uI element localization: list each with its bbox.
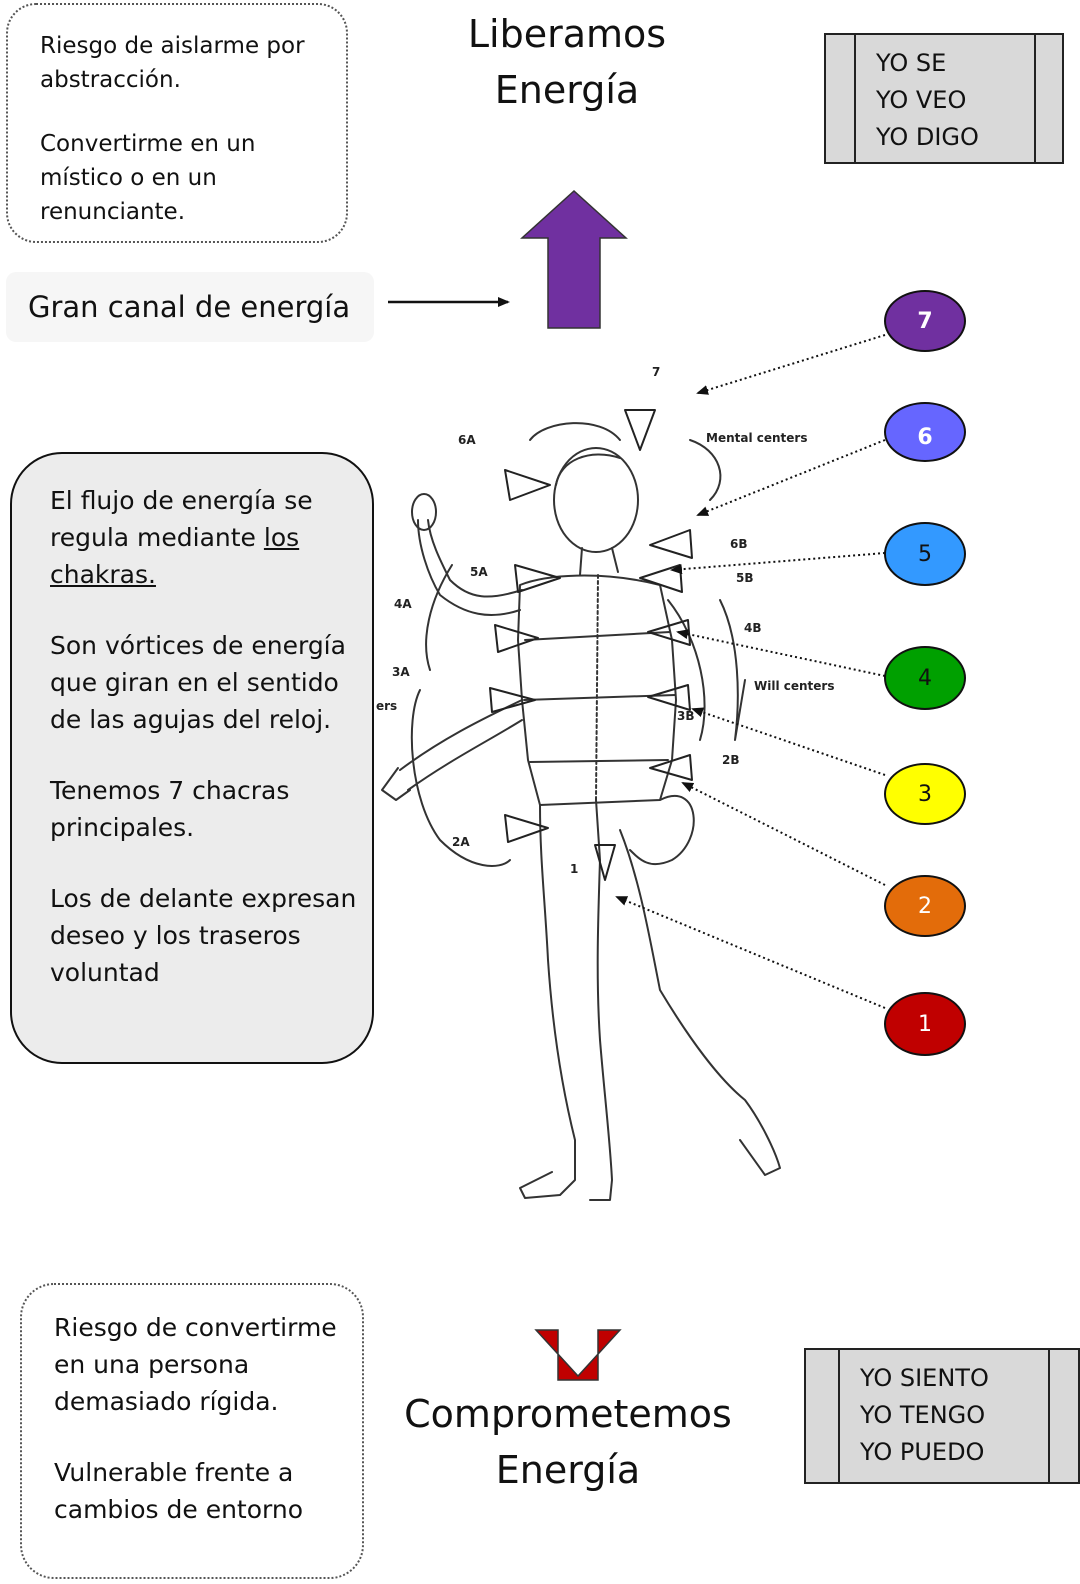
top-title: Liberamos Energía xyxy=(417,6,717,118)
top-right-box-lines: YO SE YO VEO YO DIGO xyxy=(876,45,979,156)
top-right-line-1: YO SE xyxy=(876,49,947,77)
connector-4 xyxy=(676,629,886,677)
fig-label-3b: 3B xyxy=(677,709,695,723)
down-arrow xyxy=(534,1329,622,1381)
bottom-left-note-line2: Vulnerable frente a cambios de entorno xyxy=(54,1458,303,1524)
chakra-7: 7 xyxy=(884,290,966,352)
fig-label-4a: 4A xyxy=(394,597,412,611)
bottom-title-line1: Comprometemos xyxy=(404,1392,732,1436)
chakra-4-label: 4 xyxy=(918,665,932,691)
top-left-note-line1: Riesgo de aislarme por abstracción. xyxy=(40,33,305,93)
connector-2 xyxy=(681,782,886,886)
fig-label-mental: Mental centers xyxy=(706,431,807,445)
bottom-right-box-lines: YO SIENTO YO TENGO YO PUEDO xyxy=(860,1360,989,1471)
info-box-p2: Son vórtices de energía que giran en el … xyxy=(50,631,346,734)
chakra-3-label: 3 xyxy=(918,781,932,807)
chakra-7-label: 7 xyxy=(917,308,933,334)
fig-label-4b: 4B xyxy=(744,621,762,635)
fig-label-5a: 5A xyxy=(470,565,488,579)
chakra-5-label: 5 xyxy=(918,541,932,567)
connector-3 xyxy=(691,707,886,776)
info-box: El flujo de energía se regula mediante l… xyxy=(10,452,374,1064)
top-title-line2: Energía xyxy=(494,68,640,112)
connector-6 xyxy=(696,439,886,516)
chakra-4: 4 xyxy=(884,646,966,710)
connector-5 xyxy=(670,552,886,575)
chakra-2-label: 2 xyxy=(918,893,932,919)
channel-label-box: Gran canal de energía xyxy=(6,272,374,342)
fig-label-2b: 2B xyxy=(722,753,740,767)
up-arrow xyxy=(520,189,628,329)
chakra-5: 5 xyxy=(884,522,966,586)
fig-label-ers: ers xyxy=(376,699,397,713)
bottom-title: Comprometemos Energía xyxy=(398,1386,738,1498)
chakra-2: 2 xyxy=(884,875,966,937)
bottom-title-line2: Energía xyxy=(495,1448,641,1492)
bottom-left-note-line1: Riesgo de convertirme en una persona dem… xyxy=(54,1313,337,1416)
top-left-note: Riesgo de aislarme por abstracción. Conv… xyxy=(6,3,348,243)
chakra-6-label: 6 xyxy=(917,425,933,450)
channel-label: Gran canal de energía xyxy=(28,290,351,324)
fig-label-6a: 6A xyxy=(458,433,476,447)
bottom-right-line-2: YO TENGO xyxy=(860,1401,986,1429)
top-right-line-3: YO DIGO xyxy=(876,123,979,151)
bottom-left-note: Riesgo de convertirme en una persona dem… xyxy=(20,1283,364,1579)
top-title-line1: Liberamos xyxy=(467,12,667,56)
bottom-right-line-1: YO SIENTO xyxy=(860,1364,989,1392)
info-box-p1-prefix: El flujo de energía se regula mediante xyxy=(50,486,313,552)
chakra-1-label: 1 xyxy=(918,1011,932,1037)
bottom-right-box: YO SIENTO YO TENGO YO PUEDO xyxy=(804,1348,1080,1484)
human-figure xyxy=(381,409,781,1201)
fig-label-7: 7 xyxy=(652,365,660,379)
chakra-1: 1 xyxy=(884,992,966,1056)
bottom-right-line-3: YO PUEDO xyxy=(860,1438,985,1466)
fig-label-6b: 6B xyxy=(730,537,748,551)
top-left-note-line2: Convertirme en un místico o en un renunc… xyxy=(40,131,256,225)
info-box-p1: El flujo de energía se regula mediante l… xyxy=(50,482,372,593)
fig-label-3a: 3A xyxy=(392,665,410,679)
chakras-link[interactable]: los chakras. xyxy=(50,523,300,589)
top-right-box: YO SE YO VEO YO DIGO xyxy=(824,33,1064,164)
fig-label-5b: 5B xyxy=(736,571,754,585)
info-box-p3: Tenemos 7 chacras principales. xyxy=(50,776,290,842)
fig-label-1: 1 xyxy=(570,862,578,876)
info-box-p4: Los de delante expresan deseo y los tras… xyxy=(50,884,357,987)
top-right-line-2: YO VEO xyxy=(876,86,967,114)
fig-label-will: Will centers xyxy=(754,679,834,693)
chakra-6: 6 xyxy=(884,402,966,462)
connector-1 xyxy=(615,896,886,1009)
connector-7 xyxy=(696,334,886,395)
chakra-3: 3 xyxy=(884,763,966,825)
fig-label-2a: 2A xyxy=(452,835,470,849)
